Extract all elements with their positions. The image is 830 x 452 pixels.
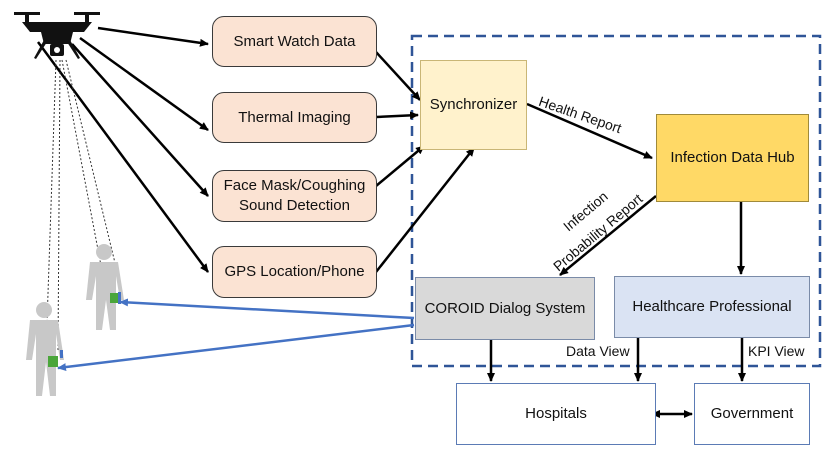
edge-drone-facemask — [71, 43, 209, 197]
node-label: Synchronizer — [429, 96, 518, 113]
node-label: Thermal Imaging — [238, 108, 351, 126]
node-face-mask-coughing: Face Mask/Coughing Sound Detection — [212, 170, 377, 222]
node-coroid-dialog-system: COROID Dialog System — [415, 277, 595, 340]
node-gps-location-phone: GPS Location/Phone — [212, 246, 377, 298]
edge-drone-smartwatch — [97, 26, 209, 47]
node-label: Infection Data Hub — [670, 149, 795, 166]
node-label: COROID Dialog System — [424, 299, 586, 317]
node-label: Government — [710, 405, 794, 422]
edge-facemask-sync — [375, 145, 425, 187]
node-synchronizer: Synchronizer — [420, 60, 527, 150]
wearable-strap-icon — [60, 350, 63, 358]
node-government: Government — [694, 383, 810, 445]
edge-dialog-person-right — [119, 298, 415, 320]
node-label-line1: Face Mask/Coughing — [223, 177, 366, 194]
node-healthcare-professional: Healthcare Professional — [614, 276, 810, 338]
person-silhouette-icon — [86, 244, 124, 330]
edge-sync-hub — [526, 102, 653, 160]
drone-icon — [14, 12, 100, 59]
node-hospitals: Hospitals — [456, 383, 656, 445]
wearable-sensor-icon — [110, 293, 119, 303]
edge-drone-thermal — [79, 36, 209, 132]
edge-dialog-person-left — [57, 323, 415, 372]
person-silhouette-icon — [26, 302, 64, 396]
node-label: GPS Location/Phone — [224, 263, 365, 280]
wearable-sensor-icon — [48, 356, 58, 367]
edge-smartwatch-sync — [375, 51, 421, 101]
node-label: Hospitals — [525, 405, 587, 422]
edge-gps-sync — [375, 147, 475, 273]
label-data-view: Data View — [566, 343, 630, 359]
node-infection-data-hub: Infection Data Hub — [656, 114, 809, 202]
wearable-strap-icon — [118, 292, 121, 304]
node-smart-watch-data: Smart Watch Data — [212, 16, 377, 67]
node-thermal-imaging: Thermal Imaging — [212, 92, 377, 143]
label-kpi-view: KPI View — [748, 343, 805, 359]
node-label: Healthcare Professional — [632, 298, 792, 315]
edge-hub-dialog — [559, 195, 657, 276]
edge-drone-gps — [36, 41, 210, 273]
node-label: Smart Watch Data — [233, 32, 356, 50]
node-label-line2: Sound Detection — [239, 197, 350, 214]
edge-thermal-sync — [375, 111, 419, 120]
